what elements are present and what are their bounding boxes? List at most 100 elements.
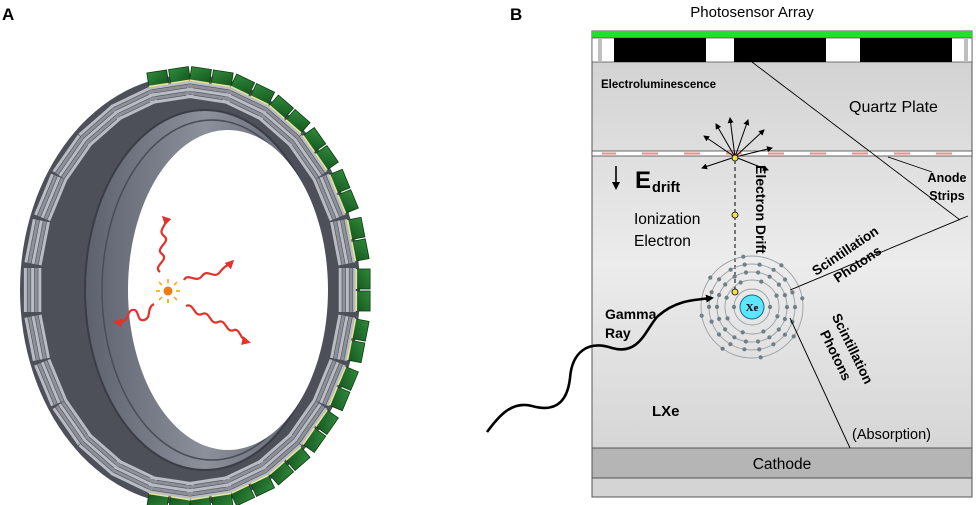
detector-module [222,459,276,505]
atom-electron [782,316,788,322]
detector-module [24,314,50,362]
panel-b-label: B [510,5,522,24]
electron-marker-mid [731,211,739,219]
detector-module [257,94,311,147]
atom-electron [731,304,737,310]
detector-module [312,358,359,412]
atom-electron [782,332,788,337]
atom-electron [742,262,747,267]
atom-electron [709,290,714,295]
gamma-photon-up-left [156,215,172,273]
atom-electron [723,327,728,332]
atom-electron [738,280,743,285]
detector-module [34,358,68,407]
detector-module [52,399,93,446]
anode-strips-label-1: Anode [928,171,967,185]
atom-electron [725,316,730,321]
atom-electron [724,295,729,300]
atom-electron [717,316,722,321]
atom-electron [775,314,780,319]
atom-electron [714,304,720,309]
detector-module [52,134,93,181]
gamma-photon-down-right [185,304,251,345]
atom-electron [776,327,781,332]
atom-electron [717,277,722,282]
atom-electron [771,342,776,347]
absorption-label: (Absorption) [852,427,931,443]
atom-electron [708,275,713,280]
atom-electron [774,293,779,298]
e-drift-label: E drift [635,167,680,196]
detector-module [23,268,42,312]
atom-electron [743,339,749,344]
electroluminescence-label: Electroluminescence [601,79,716,91]
atom-electron [757,262,762,267]
atom-electron [709,319,714,324]
detector-module [185,66,234,105]
atom-electron [776,282,782,287]
photosensor-array-title: Photosensor Array [690,4,814,21]
atom-electron [699,313,704,318]
gamma-ray-track [485,294,714,433]
electron-marker-top [731,154,739,162]
quartz-plate-label: Quartz Plate [849,99,938,116]
atom-electron [758,355,763,360]
annihilation-source-icon [156,279,180,303]
atom-electron [767,304,773,310]
e-drift-label-main: E [635,167,651,194]
atom-electron [755,339,761,344]
gamma-ray-label-1: Gamma [605,306,657,322]
detector-module [78,433,123,476]
anode-strips-pointer [887,156,933,173]
photosensor-green-bar [592,31,972,38]
atom-electron [792,305,798,310]
atom-electron [767,335,772,340]
detector-module [34,173,68,222]
detector-module [110,86,158,121]
atom-electron [728,267,733,272]
detector-module [185,475,234,505]
detector-module [222,73,276,121]
gamma-ray-label-2: Ray [605,325,631,341]
atom-electron [732,335,737,340]
atom-electron [767,274,772,279]
atom-electron [756,270,761,275]
photosensor-pixels [591,37,973,63]
scintillation-photon-upper [789,215,969,291]
detector-module [24,218,50,266]
ionization-label-2: Electron [634,233,691,250]
detector-module [312,168,359,222]
chamber-bottom [591,477,973,498]
atom-electron [791,334,796,339]
atom-electron [782,293,788,298]
atom-electron [779,263,784,268]
atom-electron [743,270,749,275]
atom-electron [732,274,737,279]
photon-paths [751,61,969,449]
anode-strips-label-2: Strips [929,189,964,203]
detector-module [110,459,158,494]
detector-modules [23,66,371,505]
atom-electron [741,254,746,259]
panel-a-label: A [2,5,14,24]
atom-electron [720,346,725,351]
atom-electron [771,267,776,272]
detector-module [146,66,195,105]
e-drift-label-sub: drift [652,180,680,196]
atom-electron [728,342,733,347]
xenon-nucleus [739,294,765,320]
atom-electron [759,279,764,284]
atom-electron [784,305,790,310]
gamma-photon-down-left [113,303,155,328]
atom-electron [761,329,766,334]
atom-electron [757,347,762,352]
atom-electron [706,304,712,309]
atom-electron [800,296,805,301]
atom-electron [742,347,747,352]
cathode-label: Cathode [753,456,812,473]
detector-module [257,433,311,486]
detector-module [330,314,370,364]
atom-electron [782,277,788,282]
electroluminescence-photon-reflect [751,61,961,221]
